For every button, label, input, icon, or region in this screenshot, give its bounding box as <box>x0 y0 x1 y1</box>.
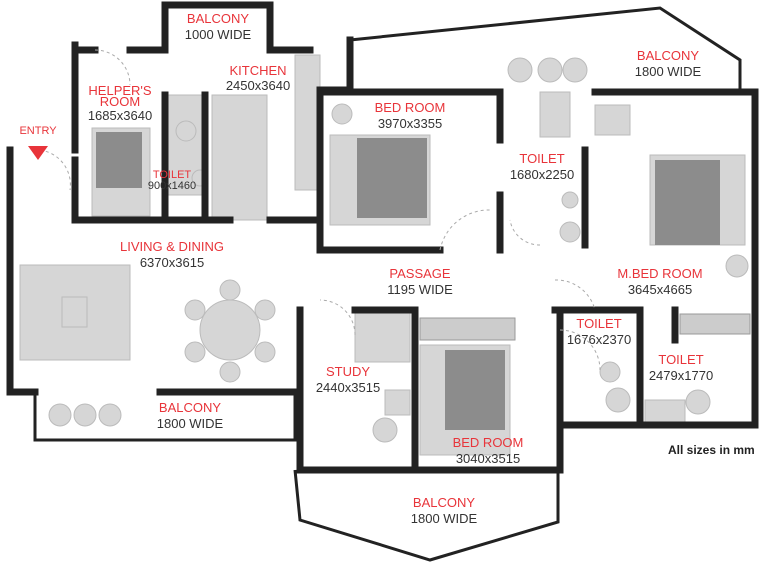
room-size: 2479x1770 <box>649 368 713 383</box>
entry-label: ENTRY <box>19 125 57 137</box>
balconies <box>33 6 742 562</box>
room-name: BALCONY <box>159 400 221 415</box>
room-size: 900x1460 <box>148 180 196 192</box>
room-name: HELPER'S <box>88 83 152 98</box>
room-size: 1800 WIDE <box>635 64 702 79</box>
room-size: 1000 WIDE <box>185 27 252 42</box>
room-name: BALCONY <box>413 495 475 510</box>
walls <box>6 1 759 474</box>
room-name: TOILET <box>658 352 703 367</box>
room-size: 1680x2250 <box>510 167 574 182</box>
room-name: LIVING & DINING <box>120 239 224 254</box>
room-name: BED ROOM <box>375 100 446 115</box>
room-size: 2450x3640 <box>226 78 290 93</box>
room-name: PASSAGE <box>389 266 451 281</box>
room-size: 1676x2370 <box>567 332 631 347</box>
room-size: 6370x3615 <box>140 255 204 270</box>
room-size: 2440x3515 <box>316 380 380 395</box>
room-name: KITCHEN <box>229 63 286 78</box>
room-size: 3645x4665 <box>628 282 692 297</box>
room-size: 3970x3355 <box>378 116 442 131</box>
entry-arrow-icon <box>28 146 48 160</box>
entry-marker: ENTRY <box>19 125 57 160</box>
room-name: TOILET <box>519 151 564 166</box>
room-size: 1195 WIDE <box>387 282 453 297</box>
furniture <box>19 54 751 456</box>
doors <box>39 49 601 371</box>
room-name: BED ROOM <box>453 435 524 450</box>
units-note: All sizes in mm <box>668 443 755 457</box>
room-name: M.BED ROOM <box>617 266 702 281</box>
room-name: TOILET <box>153 169 192 181</box>
room-name: BALCONY <box>187 11 249 26</box>
room-size: 1685x3640 <box>88 108 152 123</box>
room-size: 3040x3515 <box>456 451 520 466</box>
room-labels: BALCONY 1000 WIDE KITCHEN 2450x3640 HELP… <box>88 11 713 526</box>
room-name: TOILET <box>576 316 621 331</box>
room-name: BALCONY <box>637 48 699 63</box>
room-size: 1800 WIDE <box>411 511 478 526</box>
room-size: 1800 WIDE <box>157 416 224 431</box>
room-name-line2: ROOM <box>100 94 140 109</box>
room-name: STUDY <box>326 364 370 379</box>
